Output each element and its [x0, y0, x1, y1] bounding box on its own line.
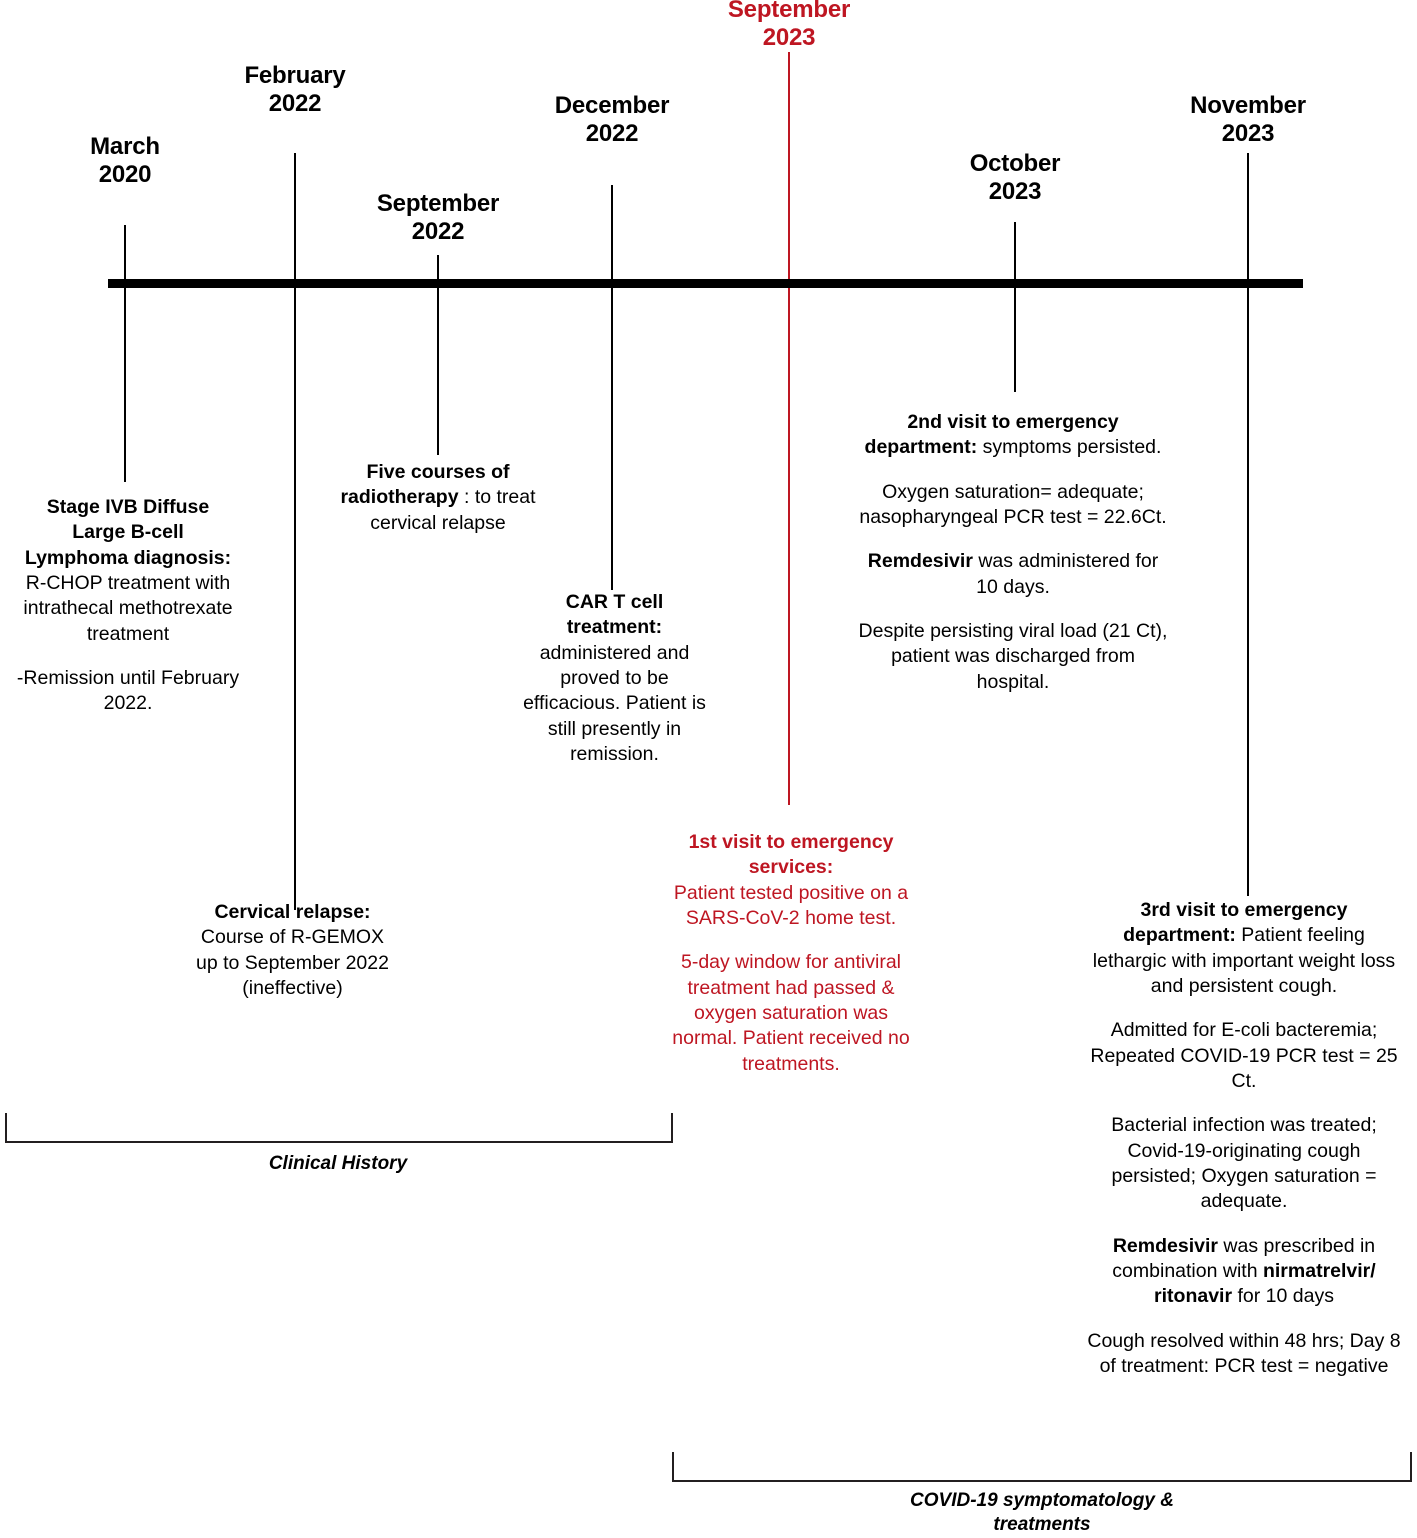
bracket-left-cap — [672, 1452, 674, 1482]
visit3-body: Patient feeling lethargic with important… — [1092, 924, 1396, 998]
date-label-march-2020: March 2020 — [90, 133, 160, 188]
visit3-para4-d: for 10 days — [1232, 1285, 1334, 1308]
tick-line-march-2020 — [124, 225, 126, 482]
visit3-para4-b: was prescribed in combination with — [1112, 1234, 1376, 1283]
date-label-february-2022: February 2022 — [244, 62, 346, 117]
visit1-body: Patient tested positive on a SARS-CoV-2 … — [673, 881, 909, 930]
date-label-september-2022: September 2022 — [376, 190, 500, 245]
diagnosis-title-line1: Stage IVB Diffuse — [46, 496, 210, 518]
event-block-visit1: 1st visit to emergency services: Patient… — [660, 830, 922, 1077]
visit2-para3-rest: was administered for 10 days. — [972, 550, 1159, 598]
radiotherapy-body: : to treat cervical relapse — [370, 486, 536, 534]
bracket-covid-phase — [672, 1452, 1412, 1482]
visit3-drug-nirmatrelvir-ritonavir: nirmatrelvir/ ritonavir — [1154, 1260, 1376, 1308]
diagnosis-body: R-CHOP treatment with intrathecal methot… — [23, 572, 233, 645]
event-block-visit3: 3rd visit to emergency department: Patie… — [1085, 898, 1403, 1380]
event-block-cervical-relapse: Cervical relapse: Course of R-GEMOX up t… — [190, 900, 395, 1001]
bracket-label-covid-phase: COVID-19 symptomatology & treatments — [910, 1490, 1174, 1536]
event-block-visit2: 2nd visit to emergency department: sympt… — [858, 410, 1168, 695]
visit2-para2: Oxygen saturation= adequate; nasopharyng… — [859, 480, 1167, 529]
visit2-title: 2nd visit to emergency department: — [864, 411, 1119, 459]
tick-line-september-2023 — [788, 52, 790, 805]
tick-line-december-2022 — [611, 185, 613, 590]
timeline-axis-bar — [108, 279, 1303, 288]
visit2-para4: Despite persisting viral load (21 Ct), p… — [858, 620, 1168, 693]
visit1-note: 5-day window for antiviral treatment had… — [672, 951, 910, 1075]
tick-line-november-2023 — [1247, 153, 1249, 896]
diagnosis-note: -Remission until February 2022. — [16, 667, 240, 715]
date-label-september-2023: September 2023 — [727, 0, 851, 51]
cervical-relapse-title: Cervical relapse: — [214, 901, 371, 923]
visit3-para2: Admitted for E-coli bacteremia; Repeated… — [1090, 1019, 1398, 1093]
event-block-diagnosis: Stage IVB Diffuse Large B-cell Lymphoma … — [8, 495, 248, 717]
bracket-right-cap — [671, 1113, 673, 1143]
visit2-body: symptoms persisted. — [977, 436, 1162, 459]
bracket-horizontal-bar — [5, 1141, 673, 1143]
event-block-radiotherapy: Five courses of radiotherapy : to treat … — [338, 460, 538, 536]
bracket-clinical-history — [5, 1113, 673, 1143]
visit3-title: 3rd visit to emergency department: — [1123, 899, 1348, 947]
visit3-para5: Cough resolved within 48 hrs; Day 8 of t… — [1087, 1329, 1401, 1378]
tick-line-february-2022 — [294, 153, 296, 910]
bracket-right-cap — [1410, 1452, 1412, 1482]
bracket-left-cap — [5, 1113, 7, 1143]
tick-line-september-2022 — [437, 255, 439, 455]
diagnosis-title-line2: Large B-cell — [72, 521, 184, 544]
visit3-drug-remdesivir: Remdesivir — [1112, 1234, 1218, 1257]
diagnosis-title-line3: Lymphoma diagnosis: — [24, 546, 232, 569]
cervical-relapse-body: Course of R-GEMOX up to September 2022 (… — [196, 926, 389, 1000]
date-label-december-2022: December 2022 — [554, 92, 670, 147]
bracket-horizontal-bar — [672, 1480, 1412, 1482]
event-block-cart: CAR T cell treatment: administered and p… — [522, 590, 707, 767]
visit3-para3: Bacterial infection was treated; Covid-1… — [1111, 1114, 1377, 1213]
date-label-october-2023: October 2023 — [969, 150, 1061, 205]
cart-title: CAR T cell treatment: — [565, 591, 664, 639]
cart-body: administered and proved to be efficaciou… — [523, 641, 706, 766]
radiotherapy-title: Five courses of radiotherapy — [340, 461, 510, 509]
visit1-title: 1st visit to emergency services: — [688, 831, 894, 879]
visit2-drug-remdesivir: Remdesivir — [867, 550, 973, 573]
tick-line-october-2023 — [1014, 222, 1016, 392]
date-label-november-2023: November 2023 — [1190, 92, 1306, 147]
bracket-label-clinical-history: Clinical History — [268, 1153, 408, 1174]
